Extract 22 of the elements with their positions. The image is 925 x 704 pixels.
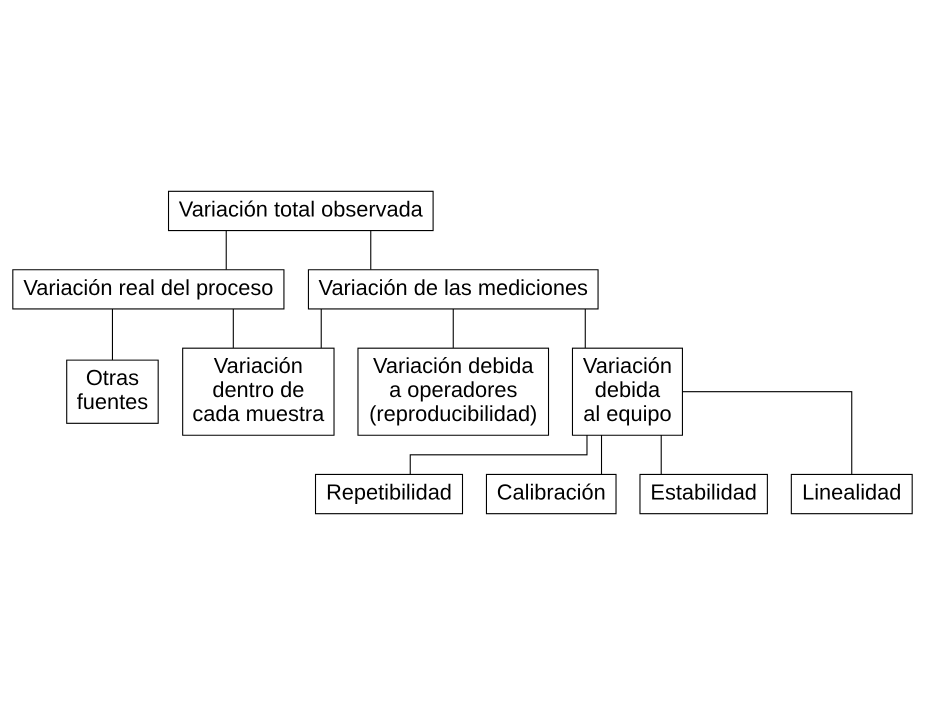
connector: [410, 435, 588, 474]
node-box: Variación total observada: [168, 190, 434, 231]
connector: [370, 230, 372, 269]
node-box: Repetibilidad: [314, 473, 464, 514]
node-box: Calibración: [486, 473, 617, 514]
node-box: Linealidad: [790, 473, 913, 514]
connector: [682, 390, 852, 474]
node-box: Estabilidad: [639, 473, 768, 514]
connector: [452, 308, 454, 348]
connector: [584, 308, 586, 348]
node-box: Variación real del proceso: [12, 268, 284, 309]
node-box: Variación debida a operadores (reproducibilidad): [357, 347, 550, 436]
connector: [232, 308, 234, 348]
node-box: Variación de las mediciones: [308, 268, 599, 309]
node-box: Variación dentro de cada muestra: [182, 347, 335, 436]
node-box: Otras fuentes: [66, 359, 159, 424]
connector: [600, 434, 602, 474]
connector: [112, 308, 113, 360]
connector: [226, 230, 227, 269]
connector: [660, 434, 662, 474]
connector: [320, 308, 322, 348]
node-box: Variación debida al equipo: [572, 347, 683, 436]
